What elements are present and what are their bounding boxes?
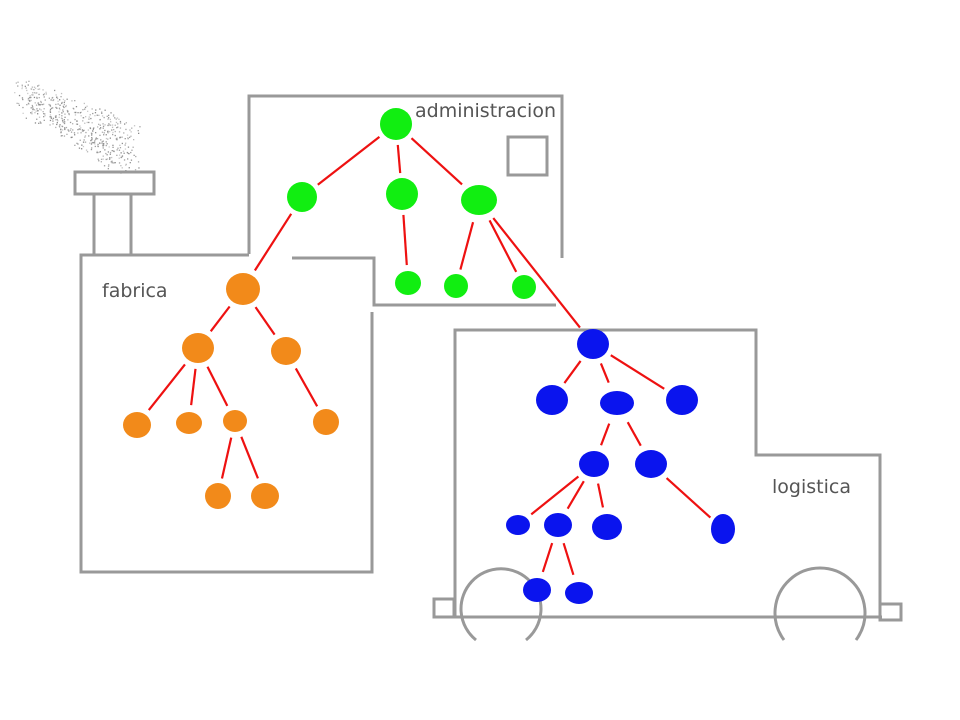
logistica-node xyxy=(711,514,735,544)
tree-edge xyxy=(492,217,581,329)
fabrica-node xyxy=(313,409,339,435)
fabrica-node xyxy=(123,412,151,438)
tree-edge xyxy=(317,136,381,186)
logistica-node xyxy=(565,582,593,604)
administracion-node xyxy=(395,271,421,295)
logistica-node xyxy=(544,513,572,537)
tree-edge xyxy=(240,436,259,479)
logistica-label: logistica xyxy=(772,476,851,498)
fabrica-building xyxy=(79,253,374,574)
logistica-node xyxy=(592,514,622,540)
tree-edge xyxy=(562,542,575,576)
tree-edge xyxy=(294,367,319,407)
fabrica-label: fabrica xyxy=(102,280,168,302)
tree-edge xyxy=(209,305,231,332)
tree-edge xyxy=(254,306,276,336)
logistica-node xyxy=(600,391,634,415)
tree-edge xyxy=(147,363,186,411)
tree-edge xyxy=(541,542,554,573)
tree-nodes xyxy=(123,108,735,604)
logistica-node xyxy=(666,385,698,415)
tree-edges xyxy=(147,136,712,576)
bumper-icon xyxy=(432,597,456,619)
tree-edge xyxy=(488,219,518,273)
administracion-node xyxy=(444,274,468,298)
wheel-icon xyxy=(773,566,867,641)
fabrica-node xyxy=(176,412,202,434)
tree-edge xyxy=(626,421,642,447)
tree-edge xyxy=(563,360,582,384)
administracion-node xyxy=(287,182,317,212)
administracion-floor xyxy=(292,256,556,307)
administracion-node xyxy=(380,108,412,140)
tree-edge xyxy=(206,366,229,407)
fabrica-node xyxy=(223,410,247,432)
logistica-node xyxy=(635,450,667,478)
tree-edge xyxy=(596,483,605,508)
logistica-node xyxy=(577,329,609,359)
bumper-icon xyxy=(878,602,903,622)
administracion-building xyxy=(247,94,564,258)
logistica-truck xyxy=(453,328,882,616)
administracion-node xyxy=(461,185,497,215)
logistica-node xyxy=(536,385,568,415)
wheel-icon xyxy=(459,567,543,642)
window-icon xyxy=(506,135,549,177)
smoke-icon xyxy=(14,80,141,174)
fabrica-node xyxy=(271,337,301,365)
tree-edge xyxy=(253,213,293,272)
administracion-node xyxy=(512,275,536,299)
logistica-node xyxy=(579,451,609,477)
tree-edge xyxy=(566,480,585,510)
fabrica-node xyxy=(182,333,214,363)
tree-edge xyxy=(396,144,402,174)
tree-edge xyxy=(402,214,408,266)
fabrica-node xyxy=(226,273,260,305)
tree-edge xyxy=(220,437,233,479)
administracion-label: administracion xyxy=(415,100,556,122)
administracion-node xyxy=(386,178,418,210)
tree-edge xyxy=(530,475,580,516)
tree-edge xyxy=(410,137,463,186)
fabrica-node xyxy=(205,483,231,509)
tree-edge xyxy=(459,221,475,270)
chimney-icon xyxy=(73,170,156,254)
logistica-node xyxy=(506,515,530,535)
tree-edge xyxy=(610,354,665,390)
fabrica-node xyxy=(251,483,279,509)
logistica-node xyxy=(523,578,551,602)
tree-edge xyxy=(665,477,712,519)
tree-edge xyxy=(600,423,611,446)
tree-edge xyxy=(599,363,610,384)
tree-edge xyxy=(190,368,197,406)
